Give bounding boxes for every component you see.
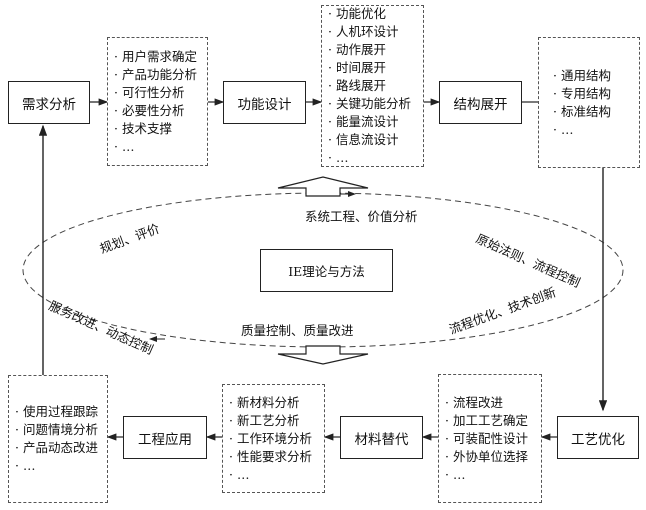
list-item: …: [114, 138, 207, 156]
list-structure: 通用结构专用结构标准结构…: [538, 37, 640, 168]
node-engineering-application: 工程应用: [123, 416, 207, 459]
node-label: IE理论与方法: [288, 264, 365, 279]
list-item: 可装配性设计: [445, 430, 541, 448]
list-item: 问题情境分析: [15, 421, 107, 439]
node-label: 结构展开: [453, 96, 508, 113]
cycle-label-top: 系统工程、价值分析: [305, 209, 418, 224]
list-item: 性能要求分析: [229, 448, 324, 466]
list-item: 通用结构: [553, 67, 639, 85]
list-function: 功能优化人机环设计动作展开时间展开路线展开关键功能分析能量流设计信息流设计…: [321, 5, 424, 167]
list-item: 时间展开: [328, 59, 423, 77]
list-item: …: [328, 149, 423, 167]
node-label: 功能设计: [237, 96, 292, 113]
node-label: 需求分析: [22, 96, 76, 113]
list-item: 必要性分析: [114, 102, 207, 120]
list-item: 新工艺分析: [229, 412, 324, 430]
list-item: …: [445, 466, 541, 484]
list-item: 动作展开: [328, 41, 423, 59]
down-arrow-icon: [277, 345, 369, 365]
list-item: 工作环境分析: [229, 430, 324, 448]
list-item: …: [15, 457, 107, 475]
node-process-optimization: 工艺优化: [557, 416, 639, 459]
node-material-substitution: 材料替代: [340, 416, 423, 459]
list-item: 外协单位选择: [445, 448, 541, 466]
node-demand-analysis: 需求分析: [8, 81, 90, 124]
list-item: 路线展开: [328, 77, 423, 95]
up-arrow-icon: [277, 176, 369, 197]
list-item: 新材料分析: [229, 394, 324, 412]
node-label: 工程应用: [138, 431, 192, 448]
list-item: 关键功能分析: [328, 95, 423, 113]
list-process: 流程改进加工工艺确定可装配性设计外协单位选择…: [438, 374, 542, 503]
list-application: 使用过程跟踪问题情境分析产品动态改进…: [8, 375, 108, 503]
list-material: 新材料分析新工艺分析工作环境分析性能要求分析…: [222, 384, 325, 493]
list-item: 标准结构: [553, 103, 639, 121]
list-item: …: [553, 121, 639, 139]
list-item: 可行性分析: [114, 84, 207, 102]
list-item: 用户需求确定: [114, 48, 207, 66]
node-structure-expansion: 结构展开: [439, 81, 522, 124]
node-ie-theory: IE理论与方法: [260, 249, 393, 292]
list-item: 流程改进: [445, 394, 541, 412]
list-item: 产品动态改进: [15, 439, 107, 457]
list-item: 功能优化: [328, 5, 423, 23]
node-label: 材料替代: [354, 431, 409, 448]
list-item: 专用结构: [553, 85, 639, 103]
list-demand: 用户需求确定产品功能分析可行性分析必要性分析技术支撑…: [107, 37, 208, 166]
list-item: 信息流设计: [328, 131, 423, 149]
list-item: 加工工艺确定: [445, 412, 541, 430]
list-item: 能量流设计: [328, 113, 423, 131]
list-item: 人机环设计: [328, 23, 423, 41]
cycle-label-bottom: 质量控制、质量改进: [241, 323, 354, 338]
list-item: 产品功能分析: [114, 66, 207, 84]
list-item: …: [229, 466, 324, 484]
list-item: 使用过程跟踪: [15, 403, 107, 421]
node-label: 工艺优化: [571, 431, 625, 448]
list-item: 技术支撑: [114, 120, 207, 138]
node-function-design: 功能设计: [223, 81, 306, 124]
